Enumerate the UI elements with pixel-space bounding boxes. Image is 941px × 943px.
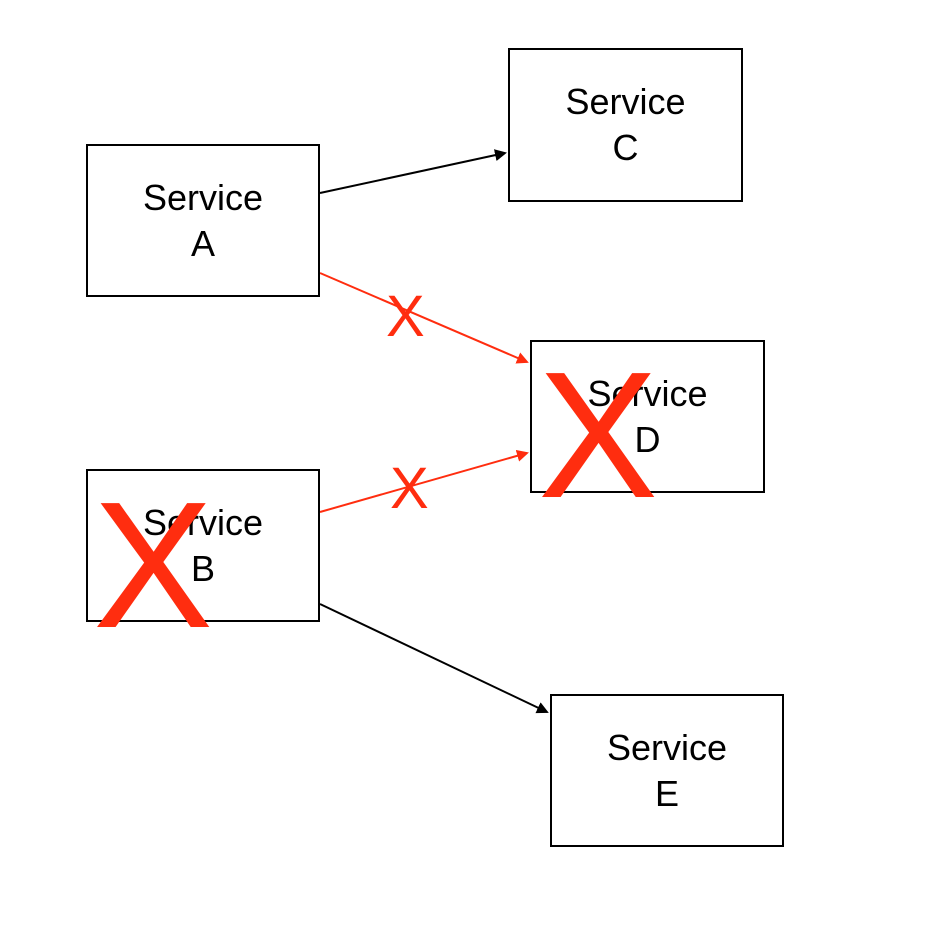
service-d-label-line2: D bbox=[634, 418, 661, 460]
service-d-label-line1: Service bbox=[587, 372, 708, 414]
edge-b-to-d bbox=[319, 449, 529, 513]
edge-b-to-e bbox=[319, 603, 549, 714]
service-b-label-line1: Service bbox=[142, 501, 264, 543]
service-d-node: Service D bbox=[530, 340, 765, 493]
service-a-label-line2: A bbox=[190, 222, 215, 264]
service-c-label-line1: Service bbox=[565, 81, 686, 122]
service-a-node: Service A bbox=[86, 144, 320, 297]
edge-a-to-d bbox=[319, 272, 529, 364]
service-a-label-line1: Service bbox=[142, 176, 264, 218]
service-c-label-line2: C bbox=[612, 127, 639, 168]
service-b-label-line2: B bbox=[190, 547, 215, 589]
service-e-node: Service E bbox=[550, 694, 784, 847]
service-e-label-line1: Service bbox=[606, 726, 728, 768]
service-c-node: Service C bbox=[508, 48, 743, 202]
service-e-label-line2: E bbox=[654, 772, 679, 814]
edge-a-to-c bbox=[319, 149, 507, 194]
service-b-node: Service B bbox=[86, 469, 320, 622]
